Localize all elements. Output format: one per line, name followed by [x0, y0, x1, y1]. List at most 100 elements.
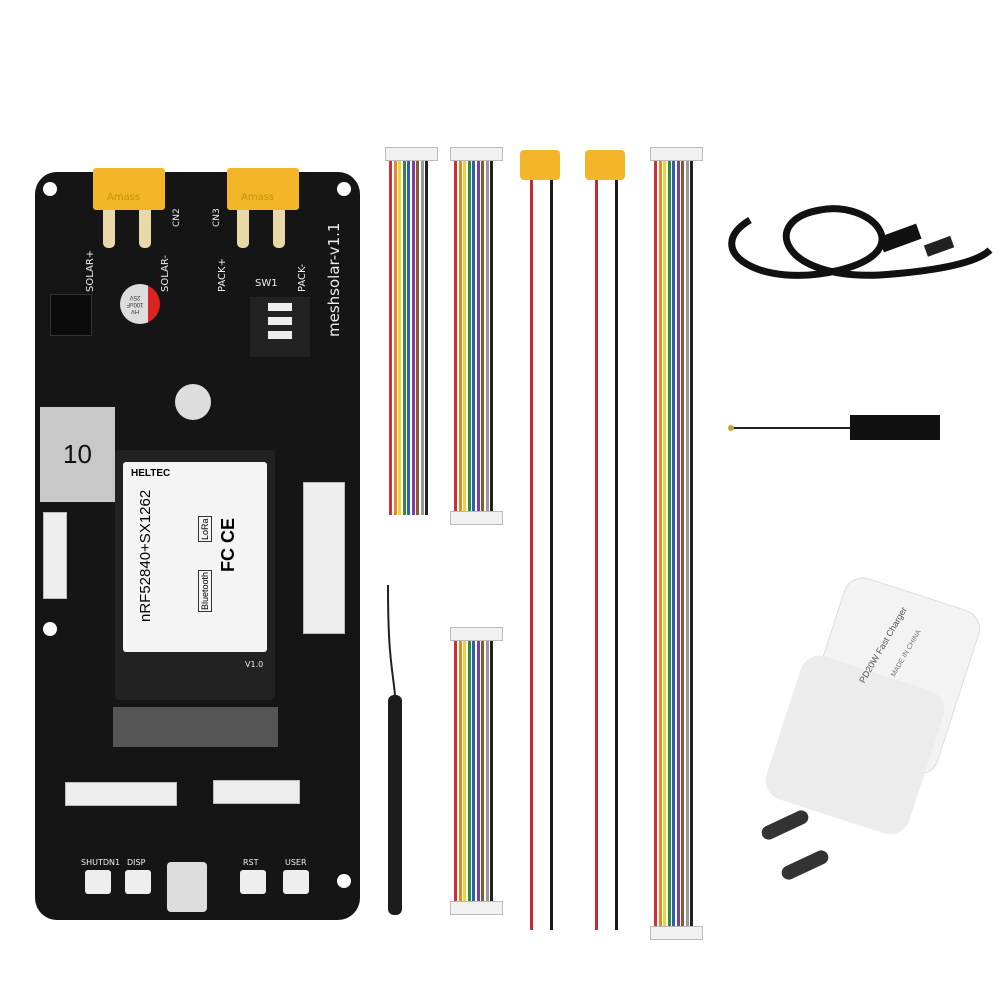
- jst-plug: [385, 147, 438, 161]
- wire: [672, 155, 675, 930]
- wire: [667, 155, 671, 930]
- rst-button[interactable]: [240, 870, 266, 894]
- wire: [676, 155, 680, 930]
- lora-badge: LoRa: [198, 516, 212, 542]
- ic-chip: [50, 294, 92, 336]
- wire: [411, 155, 415, 515]
- cert-marks: FC CE: [218, 518, 238, 572]
- jst-plug: [650, 147, 703, 161]
- user-label: USER: [285, 858, 307, 867]
- user-button[interactable]: [283, 870, 309, 894]
- coil-antenna: [387, 584, 402, 915]
- dip-switch[interactable]: [250, 297, 310, 357]
- solar-pos-label: SOLAR+: [85, 249, 96, 292]
- mount-hole: [337, 874, 351, 888]
- meshsolar-pcb: Amass Amass CN2 CN3 SOLAR+ SOLAR- PACK+ …: [35, 168, 360, 920]
- wire: [463, 635, 466, 905]
- board-name: meshsolar-v1.1: [325, 222, 343, 337]
- capacitor-label: HV 100uF 25V: [126, 294, 144, 314]
- disp-label: DISP: [127, 858, 146, 867]
- wire: [402, 155, 406, 515]
- heltec-lora-module: HELTEC nRF52840+SX1262 Bluetooth LoRa FC…: [115, 450, 275, 700]
- jst-plug: [450, 627, 503, 641]
- wire: [481, 155, 484, 515]
- wire: [494, 635, 498, 905]
- fpc-antenna: [728, 415, 940, 440]
- wire: [393, 155, 397, 515]
- usb-c-port[interactable]: [167, 862, 207, 912]
- shutdown-button[interactable]: [85, 870, 111, 894]
- wire: [490, 635, 493, 905]
- shutdown-label: SHUTDN1: [81, 858, 121, 867]
- wire: [681, 155, 684, 930]
- wire: [658, 155, 662, 930]
- cn2-label: CN2: [172, 208, 182, 227]
- pack-neg-label: PACK-: [297, 263, 308, 292]
- pin-header: [213, 780, 300, 804]
- mount-hole: [337, 182, 351, 196]
- wire: [494, 155, 498, 515]
- wire: [690, 155, 693, 930]
- jst-plug: [450, 901, 503, 915]
- wire: [458, 155, 462, 515]
- wire: [467, 635, 471, 905]
- plug-pin: [779, 848, 831, 882]
- xt30-pack-connector: Amass: [227, 168, 299, 210]
- module-version: V1.0: [245, 660, 264, 669]
- connector-brand: Amass: [241, 192, 275, 203]
- usb-cable: [728, 205, 993, 279]
- wire: [454, 635, 457, 905]
- module-brand: HELTEC: [131, 468, 171, 479]
- wire: [481, 635, 484, 905]
- wire: [416, 155, 419, 515]
- mount-screw: [175, 384, 211, 420]
- jst-plug: [650, 926, 703, 940]
- rst-label: RST: [243, 858, 259, 867]
- mount-hole: [43, 622, 57, 636]
- pack-pos-label: PACK+: [217, 258, 228, 292]
- wire: [420, 155, 424, 515]
- sw1-label: SW1: [255, 278, 278, 289]
- xt30-plug: [585, 150, 625, 180]
- inductor: 10: [40, 407, 115, 502]
- wire: [463, 155, 466, 515]
- m2-slot: [113, 707, 278, 747]
- wire: [654, 155, 657, 930]
- wire: [476, 635, 480, 905]
- usb-charger: PD20W Fast Charger MADE IN CHINA: [759, 572, 986, 890]
- wire: [685, 155, 689, 930]
- mount-hole: [43, 182, 57, 196]
- power-wire: [615, 180, 618, 930]
- wire: [425, 155, 428, 515]
- plug-pin: [759, 808, 811, 842]
- solar-neg-label: SOLAR-: [160, 254, 171, 292]
- side-connector: [43, 512, 67, 599]
- connector-brand: Amass: [107, 192, 141, 203]
- module-model: nRF52840+SX1262: [137, 489, 154, 622]
- electrolytic-capacitor: HV 100uF 25V: [120, 284, 160, 324]
- wire: [663, 155, 666, 930]
- wire: [485, 635, 489, 905]
- power-wire: [595, 180, 598, 930]
- wire: [398, 155, 401, 515]
- xt30-plug: [520, 150, 560, 180]
- wire: [694, 155, 698, 930]
- wire: [476, 155, 480, 515]
- pin-header: [65, 782, 177, 806]
- wire: [490, 155, 493, 515]
- bluetooth-badge: Bluetooth: [198, 569, 212, 612]
- jst-plug: [450, 511, 503, 525]
- wire: [407, 155, 410, 515]
- power-wire: [550, 180, 553, 930]
- wire: [467, 155, 471, 515]
- wire: [458, 635, 462, 905]
- jst-plug: [450, 147, 503, 161]
- wire: [472, 155, 475, 515]
- xt30-solar-connector: Amass: [93, 168, 165, 210]
- cn3-label: CN3: [212, 208, 222, 227]
- jst-connector: [303, 482, 345, 634]
- wire: [472, 635, 475, 905]
- disp-button[interactable]: [125, 870, 151, 894]
- wire: [429, 155, 433, 515]
- power-wire: [530, 180, 533, 930]
